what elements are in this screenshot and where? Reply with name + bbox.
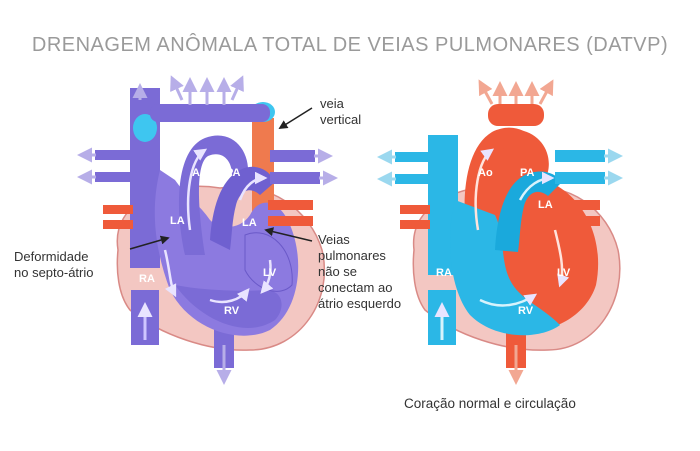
vertical-vein-label: veia vertical: [320, 96, 361, 128]
left-rv: [175, 285, 282, 328]
right-ra-label: RA: [436, 267, 452, 279]
pulmonary-veins-line-5: átrio esquerdo: [318, 296, 402, 311]
left-rv-label: RV: [224, 305, 240, 317]
right-lv-label: LV: [557, 267, 571, 279]
septal-defect-label: Deformidade no septo-átrio: [14, 249, 94, 281]
pulmonary-veins-pointer: [264, 227, 313, 242]
tapvr-heart: Ao PA LA LA RA LV RV: [77, 75, 338, 385]
right-pa: [495, 171, 562, 252]
pulmonary-veins-label: Veias pulmonares não se conectam ao átri…: [318, 232, 401, 312]
left-ra-label: RA: [139, 273, 155, 285]
right-la-label: LA: [538, 199, 553, 211]
septal-defect-pointer: [129, 235, 170, 250]
left-lv-label: LV: [263, 267, 277, 279]
normal-heart-caption: Coração normal e circulação: [404, 396, 576, 411]
right-blue-body: [450, 200, 560, 336]
left-pa: [210, 166, 275, 250]
left-ao-label: Ao: [192, 167, 207, 179]
left-pa-label: PA: [226, 167, 241, 179]
left-la-right-label: LA: [242, 217, 257, 229]
diagram-title: DRENAGEM ANÔMALA TOTAL DE VEIAS PULMONAR…: [31, 34, 669, 56]
left-aorta: [179, 135, 249, 255]
vertical-vein-line-1: veia: [320, 96, 344, 111]
right-pa-label: PA: [520, 167, 535, 179]
pulmonary-veins-line-2: pulmonares: [318, 248, 386, 263]
pulmonary-veins-line-4: conectam ao: [318, 280, 393, 295]
normal-heart: Ao PA LA RA LV RV: [377, 79, 623, 385]
pulmonary-veins-line-3: não se: [318, 264, 358, 279]
vertical-vein-line-2: vertical: [320, 112, 362, 127]
septal-defect-line-1: Deformidade: [14, 249, 89, 264]
vertical-vein-pointer: [278, 107, 313, 129]
right-ao-label: Ao: [478, 167, 493, 179]
septal-defect-line-2: no septo-átrio: [14, 265, 94, 280]
left-la-top-label: LA: [170, 215, 185, 227]
right-rv-label: RV: [518, 305, 534, 317]
pulmonary-veins-line-1: Veias: [318, 232, 350, 247]
